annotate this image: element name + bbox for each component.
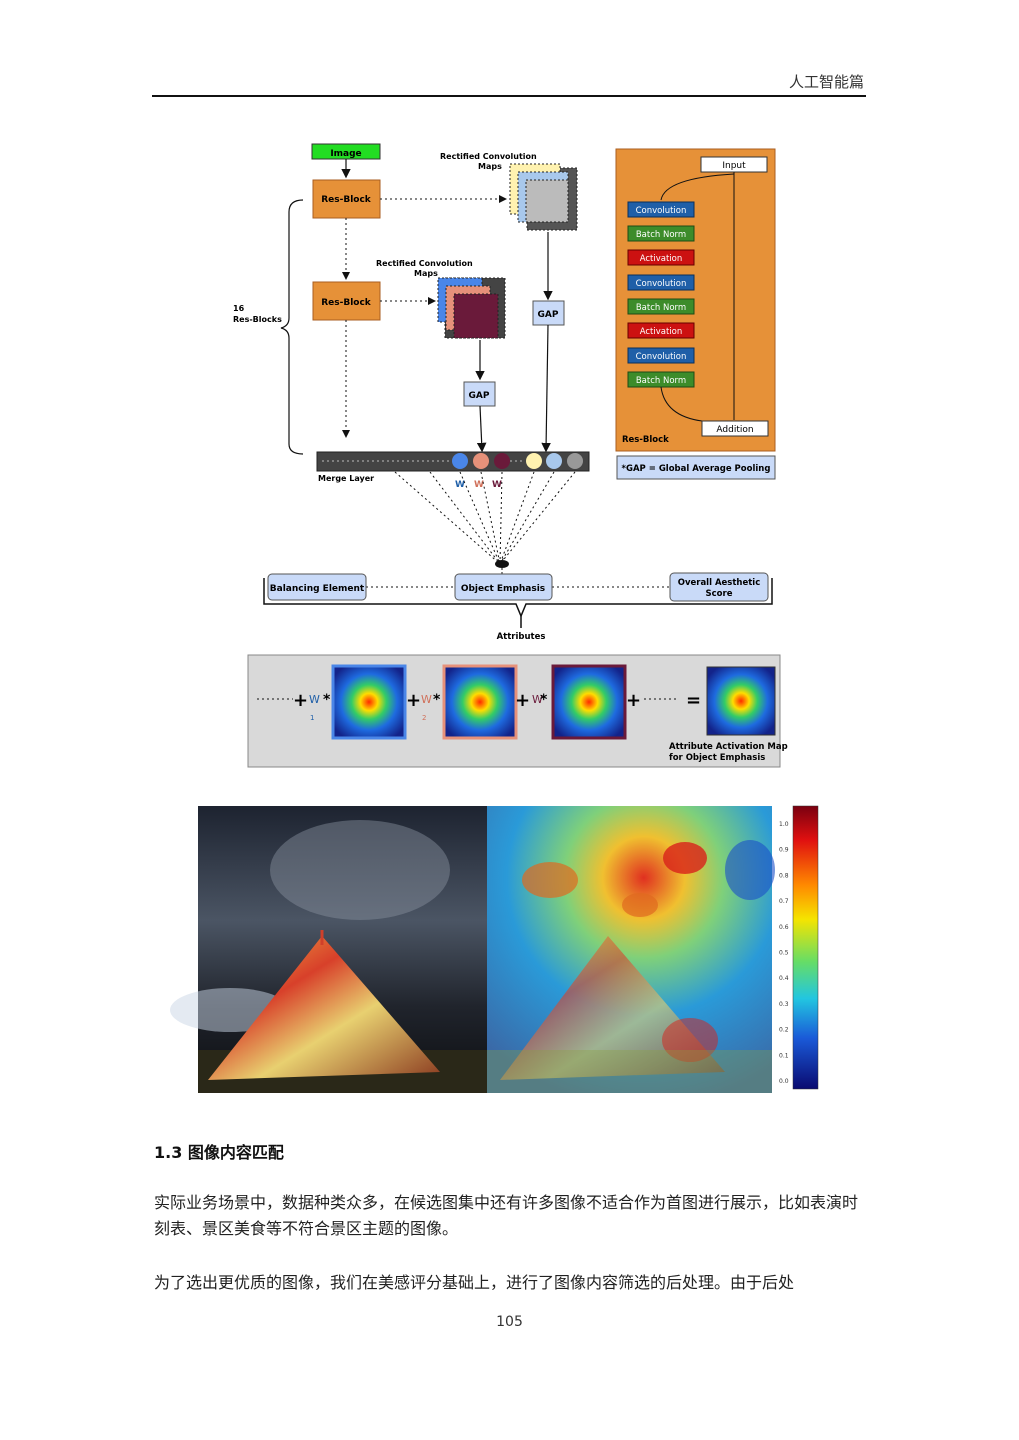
- svg-text:W: W: [421, 693, 432, 706]
- attr-label-1: Balancing Element: [270, 584, 365, 594]
- svg-text:2: 2: [422, 714, 426, 722]
- res-block-1-label: Res-Block: [321, 195, 372, 205]
- colorbar-tick-label: 0.5: [779, 950, 789, 957]
- svg-text:*: *: [323, 692, 331, 708]
- photo-heatmap: [487, 806, 775, 1093]
- resblock-addition-label: Addition: [716, 425, 753, 435]
- svg-text:Convolution: Convolution: [636, 352, 687, 362]
- brace-label-1: 16: [233, 304, 245, 313]
- svg-text:*: *: [540, 692, 548, 708]
- colorbar-tick-label: 0.7: [779, 898, 789, 905]
- rect-maps-label-mid: Rectified Convolution: [376, 259, 473, 268]
- svg-text:1: 1: [310, 714, 314, 722]
- heatmap-result: [707, 667, 775, 735]
- gap-label-mid: GAP: [469, 391, 490, 401]
- svg-text:Activation: Activation: [640, 254, 683, 264]
- svg-text:W: W: [455, 480, 465, 490]
- svg-text:Batch Norm: Batch Norm: [636, 303, 686, 313]
- heatmap-2: [444, 666, 516, 738]
- attributes-label: Attributes: [497, 632, 546, 642]
- colorbar-tick-label: 0.9: [779, 847, 789, 854]
- colorbar-tick-label: 0.3: [779, 1001, 789, 1008]
- svg-text:+: +: [515, 690, 530, 711]
- svg-text:*: *: [433, 692, 441, 708]
- result-caption-1: Attribute Activation Map: [669, 742, 788, 752]
- svg-text:+: +: [293, 690, 308, 711]
- resblock-input-label: Input: [722, 161, 746, 171]
- res-block-2-label: Res-Block: [321, 298, 372, 308]
- svg-text:W: W: [474, 480, 484, 490]
- svg-text:=: =: [686, 690, 701, 711]
- svg-text:Convolution: Convolution: [636, 206, 687, 216]
- svg-text:+: +: [406, 690, 421, 711]
- brace-label-2: Res-Blocks: [233, 315, 282, 324]
- svg-text:Convolution: Convolution: [636, 279, 687, 289]
- colorbar-tick-label: 0.2: [779, 1027, 789, 1034]
- architecture-figure: Image Res-Block Res-Block 16 Res-Blocks …: [0, 0, 1019, 1100]
- page-number: 105: [0, 1314, 1019, 1330]
- section-title: 1.3 图像内容匹配: [154, 1139, 284, 1163]
- colorbar-tick-label: 0.1: [779, 1052, 789, 1059]
- colorbar-tick-label: 1.0: [779, 821, 789, 828]
- resblock-caption: Res-Block: [622, 435, 669, 445]
- gap-note: *GAP = Global Average Pooling: [622, 464, 771, 474]
- photo-original: [170, 806, 487, 1093]
- heatmap-3: [553, 666, 625, 738]
- colorbar-tick-label: 0.8: [779, 872, 789, 879]
- paragraph-2: 为了选出更优质的图像，我们在美感评分基础上，进行了图像内容筛选的后处理。由于后处: [154, 1270, 866, 1296]
- svg-text:Activation: Activation: [640, 327, 683, 337]
- colorbar: [793, 806, 818, 1089]
- rect-maps-label-top: Rectified Convolution: [440, 152, 537, 161]
- conv-maps-stack-top: [510, 164, 577, 230]
- paragraph-1: 实际业务场景中，数据种类众多，在候选图集中还有许多图像不适合作为首图进行展示，比…: [154, 1190, 866, 1242]
- svg-text:Batch Norm: Batch Norm: [636, 230, 686, 240]
- svg-text:W: W: [309, 693, 320, 706]
- colorbar-tick-label: 0.0: [779, 1078, 789, 1085]
- conv-maps-stack-mid: [438, 278, 505, 338]
- colorbar-tick-label: 0.4: [779, 975, 789, 982]
- gap-label-right: GAP: [538, 310, 559, 320]
- heatmap-1: [333, 666, 405, 738]
- attr-label-2: Object Emphasis: [461, 584, 545, 594]
- svg-text:W: W: [492, 480, 502, 490]
- image-label: Image: [330, 149, 361, 159]
- svg-text:Batch Norm: Batch Norm: [636, 376, 686, 386]
- svg-text:Maps: Maps: [478, 162, 502, 171]
- result-caption-2: for Object Emphasis: [669, 753, 765, 763]
- svg-text:Maps: Maps: [414, 269, 438, 278]
- svg-text:Score: Score: [706, 589, 733, 599]
- colorbar-tick-label: 0.6: [779, 924, 789, 931]
- merge-label: Merge Layer: [318, 474, 374, 483]
- svg-text:Overall Aesthetic: Overall Aesthetic: [678, 578, 761, 588]
- svg-text:+: +: [626, 690, 641, 711]
